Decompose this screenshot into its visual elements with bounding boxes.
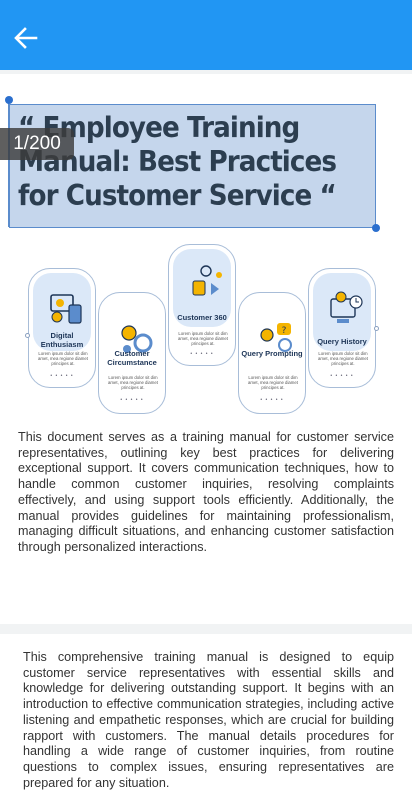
selection-end-handle[interactable] [372, 224, 380, 232]
card-body: Lorem ipsum dolor sit dim amet, mea regi… [108, 375, 158, 391]
card-title: Query Prompting [241, 349, 303, 358]
title-selection-box[interactable]: “ Employee Training Manual: Best Practic… [9, 104, 376, 228]
card-body: Lorem ipsum dolor sit dim amet, mea regi… [38, 351, 88, 367]
page-indicator: 1/200 [0, 128, 74, 160]
card-dots: • • • • • [190, 351, 214, 357]
infographic-card-customer-360: Customer 360 Lorem ipsum dolor sit dim a… [168, 244, 236, 366]
infographic-card-customer-circumstance: Customer Circumstance Lorem ipsum dolor … [98, 292, 166, 414]
infographic-card-query-history: Query History Lorem ipsum dolor sit dim … [308, 268, 376, 388]
customer-360-icon [192, 265, 222, 296]
query-prompt-icon: ? [260, 323, 292, 352]
card-title: Customer 360 [177, 313, 227, 322]
digital-devices-icon [50, 294, 82, 324]
card-body: Lorem ipsum dolor sit dim amet, mea regi… [248, 375, 298, 391]
svg-text:?: ? [282, 326, 287, 336]
connector-dot [25, 333, 30, 338]
card-title: Digital Enthusiasm [40, 331, 84, 349]
card-header-bg: ? [243, 317, 301, 395]
app-bar [0, 0, 412, 70]
document-title: “ Employee Training Manual: Best Practic… [18, 111, 337, 212]
selection-start-handle[interactable] [5, 96, 13, 104]
back-button[interactable] [10, 22, 42, 54]
infographic: Digital Enthusiasm Lorem ipsum dolor sit… [22, 242, 390, 414]
document-page-1[interactable]: “ Employee Training Manual: Best Practic… [0, 74, 412, 624]
card-body: Lorem ipsum dolor sit dim amet, mea regi… [178, 331, 228, 347]
customer-gears-icon [121, 325, 153, 353]
selection-handle-stem [8, 103, 9, 227]
paragraph-intro: This document serves as a training manua… [18, 430, 394, 554]
card-title: Customer Circumstance [107, 349, 157, 367]
infographic-card-query-prompting: ? Query Prompting Lorem ipsum dolor sit … [238, 292, 306, 414]
card-title: Query History [317, 337, 367, 346]
card-dots: • • • • • [330, 373, 354, 379]
paragraph-overview: This comprehensive training manual is de… [23, 650, 394, 790]
card-header-bg [173, 249, 231, 327]
card-header-bg [33, 273, 91, 351]
connector-dot [374, 326, 379, 331]
infographic-card-digital-enthusiasm: Digital Enthusiasm Lorem ipsum dolor sit… [28, 268, 96, 388]
card-header-bg [313, 273, 371, 351]
card-body: Lorem ipsum dolor sit dim amet, mea regi… [318, 351, 368, 367]
card-dots: • • • • • [260, 397, 284, 403]
query-history-icon [330, 291, 363, 323]
document-page-2[interactable]: This comprehensive training manual is de… [0, 634, 412, 800]
arrow-left-icon [14, 27, 38, 49]
card-dots: • • • • • [50, 373, 74, 379]
card-header-bg [103, 317, 161, 395]
card-dots: • • • • • [120, 397, 144, 403]
